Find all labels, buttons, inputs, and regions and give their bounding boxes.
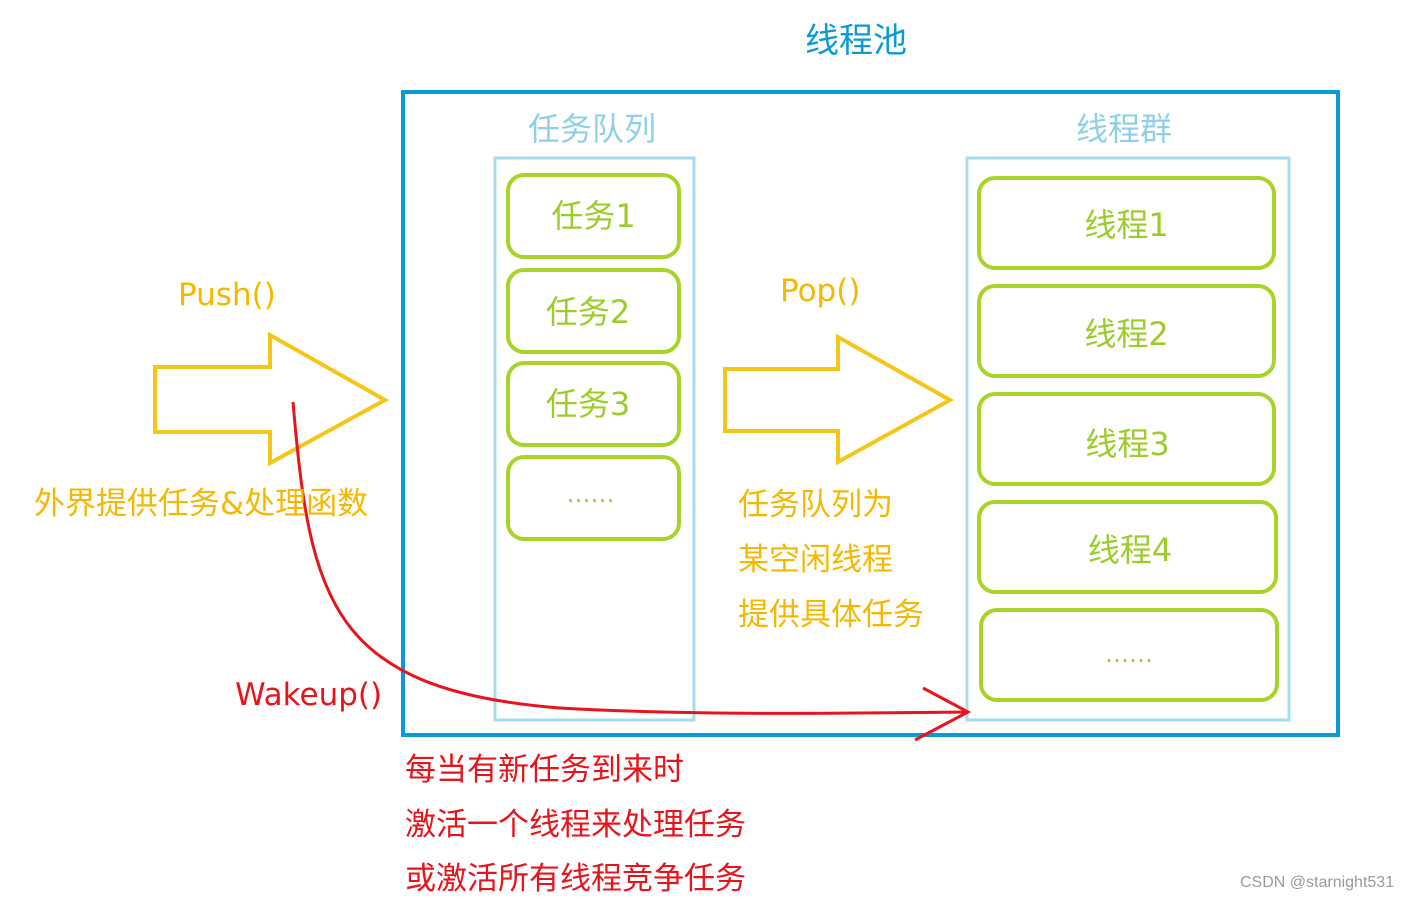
pop-caption-line-2: 某空闲线程	[738, 542, 893, 578]
task-box-2	[506, 268, 681, 354]
pop-arrow	[723, 333, 955, 466]
watermark: CSDN @starnight531	[1240, 874, 1395, 891]
thread-item-1: 线程1	[1084, 206, 1169, 244]
pop-caption-line-3: 提供具体任务	[738, 597, 924, 633]
thread-box-1	[977, 176, 1276, 270]
thread-box-4	[977, 500, 1278, 594]
thread-group-container	[965, 156, 1291, 722]
wakeup-arrow-curve	[291, 401, 969, 715]
pop-caption-line-1: 任务队列为	[738, 487, 893, 523]
task-box-3	[506, 361, 681, 447]
push-caption: 外界提供任务&处理函数	[34, 486, 369, 522]
wakeup-label: Wakeup()	[235, 677, 383, 713]
wakeup-arrow-head	[914, 686, 972, 742]
wakeup-caption-line-3: 或激活所有线程竞争任务	[405, 861, 746, 897]
wakeup-caption-line-1: 每当有新任务到来时	[405, 752, 684, 788]
task-queue-label: 任务队列	[528, 110, 657, 148]
thread-group-label: 线程群	[1076, 110, 1173, 148]
thread-pool-box	[401, 90, 1340, 737]
thread-item-4: 线程4	[1087, 531, 1173, 569]
task-queue-container	[493, 156, 696, 722]
task-item-2: 任务2	[545, 293, 631, 331]
task-item-1: 任务1	[551, 197, 636, 235]
wakeup-caption-line-2: 激活一个线程来处理任务	[405, 807, 746, 843]
task-box-1	[506, 173, 681, 259]
thread-box-2	[977, 284, 1276, 378]
task-item-4: ……	[566, 480, 615, 508]
thread-box-5	[979, 608, 1279, 702]
thread-pool-title: 线程池	[805, 21, 907, 61]
thread-box-3	[977, 392, 1276, 486]
thread-item-3: 线程3	[1085, 425, 1170, 463]
push-arrow	[153, 331, 390, 467]
task-item-3: 任务3	[545, 385, 631, 423]
pop-label: Pop()	[780, 273, 861, 309]
task-box-4	[506, 455, 681, 541]
thread-item-2: 线程2	[1084, 315, 1169, 353]
thread-item-5: ……	[1105, 640, 1153, 668]
push-label: Push()	[178, 277, 276, 313]
